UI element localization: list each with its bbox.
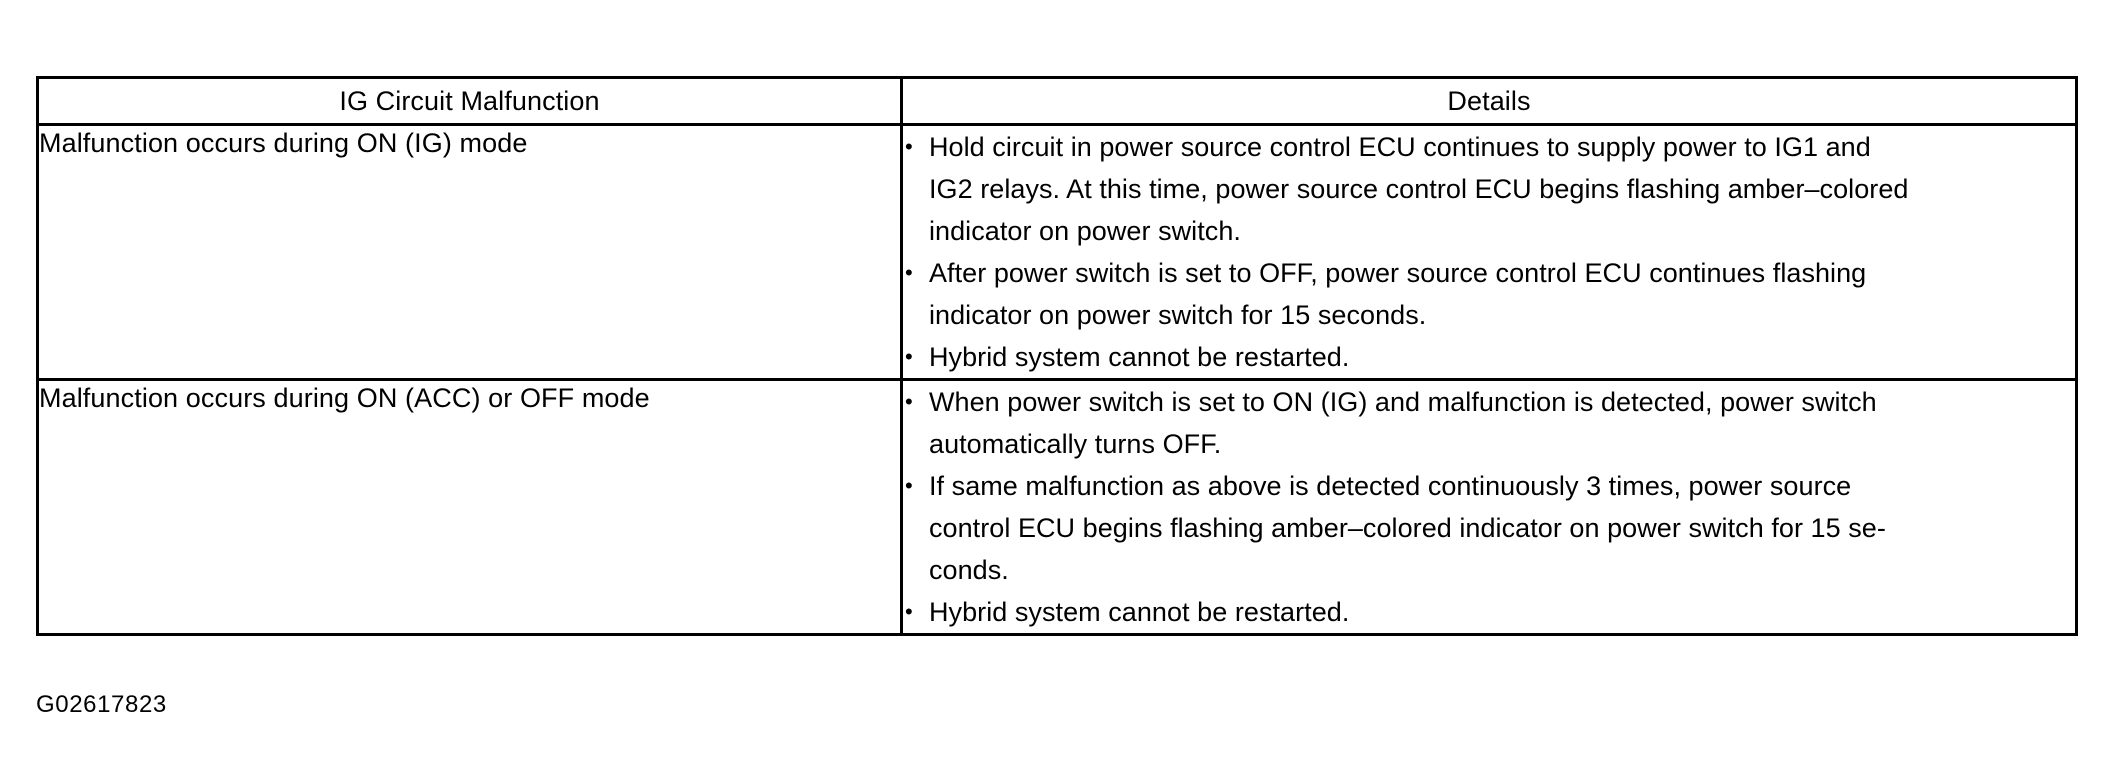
details-line: automatically turns OFF. — [929, 429, 1222, 459]
malfunction-condition-cell-2: Malfunction occurs during ON (ACC) or OF… — [36, 378, 903, 636]
details-bullet-text-1-3: Hybrid system cannot be restarted. — [929, 336, 2075, 378]
table-row: Malfunction occurs during ON (ACC) or OF… — [36, 378, 2078, 636]
malfunction-condition-label-1: Malfunction occurs during ON (IG) mode — [39, 128, 528, 158]
table-header-cell-malfunction: IG Circuit Malfunction — [36, 76, 903, 126]
details-cell-1: Hold circuit in power source control ECU… — [900, 123, 2078, 381]
details-line: conds. — [929, 555, 1009, 585]
details-line: Hybrid system cannot be restarted. — [929, 342, 1350, 372]
details-bullet-text-1-1: Hold circuit in power source control ECU… — [929, 126, 2075, 252]
details-line: After power switch is set to OFF, power … — [929, 258, 1867, 288]
figure-caption: G02617823 — [36, 691, 167, 718]
details-line: indicator on power switch for 15 seconds… — [929, 300, 1427, 330]
ig-circuit-malfunction-table: IG Circuit Malfunction Details Malfuncti… — [36, 76, 2078, 636]
table-header-label-malfunction: IG Circuit Malfunction — [339, 86, 600, 116]
details-bullet-text-2-2: If same malfunction as above is detected… — [929, 465, 2075, 591]
details-line: Hybrid system cannot be restarted. — [929, 597, 1350, 627]
details-line: When power switch is set to ON (IG) and … — [929, 387, 1877, 417]
table-body: Malfunction occurs during ON (IG) mode H… — [36, 123, 2078, 636]
table-row: Malfunction occurs during ON (IG) mode H… — [36, 123, 2078, 381]
details-bullet-list-2: When power switch is set to ON (IG) and … — [903, 381, 2075, 633]
details-bullet-text-2-3: Hybrid system cannot be restarted. — [929, 591, 2075, 633]
details-line: Hold circuit in power source control ECU… — [929, 132, 1871, 162]
list-item: Hybrid system cannot be restarted. — [903, 336, 2075, 378]
list-item: Hybrid system cannot be restarted. — [903, 591, 2075, 633]
list-item: Hold circuit in power source control ECU… — [903, 126, 2075, 252]
list-item: After power switch is set to OFF, power … — [903, 252, 2075, 336]
table-header: IG Circuit Malfunction Details — [36, 76, 2078, 126]
details-line: control ECU begins flashing amber–colore… — [929, 513, 1886, 543]
details-bullet-text-2-1: When power switch is set to ON (IG) and … — [929, 381, 2075, 465]
details-bullet-list-1: Hold circuit in power source control ECU… — [903, 126, 2075, 378]
list-item: If same malfunction as above is detected… — [903, 465, 2075, 591]
details-cell-2: When power switch is set to ON (IG) and … — [900, 378, 2078, 636]
malfunction-condition-cell-1: Malfunction occurs during ON (IG) mode — [36, 123, 903, 381]
table-header-label-details: Details — [1447, 86, 1531, 116]
details-bullet-text-1-2: After power switch is set to OFF, power … — [929, 252, 2075, 336]
list-item: When power switch is set to ON (IG) and … — [903, 381, 2075, 465]
details-line: IG2 relays. At this time, power source c… — [929, 174, 1909, 204]
details-line: If same malfunction as above is detected… — [929, 471, 1852, 501]
table-header-row: IG Circuit Malfunction Details — [36, 76, 2078, 126]
malfunction-condition-label-2: Malfunction occurs during ON (ACC) or OF… — [39, 383, 650, 413]
table-header-cell-details: Details — [900, 76, 2078, 126]
details-line: indicator on power switch. — [929, 216, 1241, 246]
